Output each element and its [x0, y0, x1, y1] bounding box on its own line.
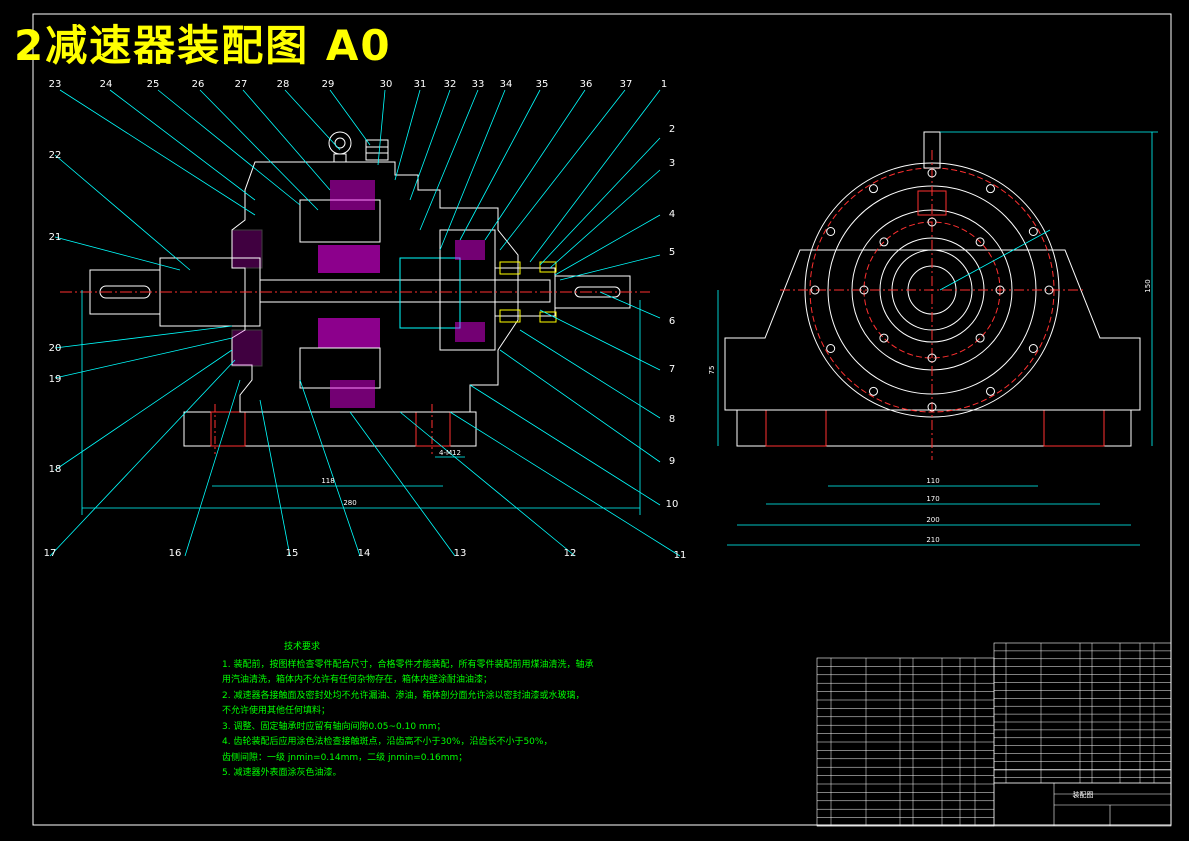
- part-number-label: 7: [669, 364, 675, 375]
- part-number-label: 35: [536, 79, 549, 90]
- technical-requirements: 技术要求 1. 装配前，按图样检查零件配合尺寸，合格零件才能装配，所有零件装配前…: [222, 640, 602, 782]
- part-number-label: 13: [454, 548, 467, 559]
- part-number-label: 5: [669, 247, 675, 258]
- parts-list-table: [816, 642, 1172, 827]
- bolt-hole: [826, 227, 836, 236]
- part-number-label: 17: [44, 548, 57, 559]
- requirement-line: 用汽油清洗，箱体内不允许有任何杂物存在，箱体内壁涂耐油油漆；: [222, 675, 493, 685]
- part-number-label: 2: [669, 124, 675, 135]
- side-view-bolt-holes: [810, 168, 1054, 412]
- part-number-label: 37: [620, 79, 633, 90]
- part-number-label: 26: [192, 79, 205, 90]
- part-number-label: 32: [444, 79, 457, 90]
- part-number-label: 19: [49, 374, 62, 385]
- part-number-label: 12: [564, 548, 577, 559]
- part-number-label: 11: [674, 550, 687, 561]
- dimension-label: 210: [926, 536, 939, 544]
- bolt-hole: [1044, 285, 1054, 295]
- dimension-label: 150: [1144, 279, 1152, 292]
- bolt-hole: [995, 285, 1005, 295]
- front-leader-lines: [49, 89, 681, 557]
- bolt-hole: [986, 184, 995, 194]
- title-block-drawing-name: 装配图: [1073, 790, 1094, 799]
- part-number-label: 22: [49, 150, 62, 161]
- side-dimension-lines: [717, 131, 1158, 546]
- part-number-label: 34: [500, 79, 513, 90]
- parts-list-rows: 装配图: [817, 643, 1171, 827]
- bolt-hole: [869, 386, 878, 396]
- dimension-label: 110: [926, 477, 939, 485]
- requirement-line: 2. 减速器各接触面及密封处均不允许漏油、渗油，箱体剖分面允许涂以密封油漆或水玻…: [222, 690, 585, 701]
- part-number-label: 18: [49, 464, 62, 475]
- part-number-label: 30: [380, 79, 393, 90]
- part-number-label: 8: [669, 414, 675, 425]
- bolt-hole: [859, 285, 869, 295]
- bolt-hole: [826, 344, 836, 353]
- part-number-label: 16: [169, 548, 182, 559]
- front-section-view: [60, 131, 650, 454]
- drawing-title: 2减速器装配图 A0: [14, 21, 392, 70]
- requirement-line: 3. 调整、固定轴承时应留有轴向间隙0.05~0.10 mm；: [222, 721, 446, 732]
- part-number-label: 9: [669, 456, 675, 467]
- bolt-hole: [879, 333, 889, 343]
- part-number-label: 6: [669, 316, 675, 327]
- bolt-hole: [1028, 344, 1038, 353]
- bolt-hole: [927, 168, 937, 178]
- requirement-line: 5. 减速器外表面涂灰色油漆。: [222, 768, 342, 778]
- dimension-label: 118: [321, 477, 334, 485]
- part-number-label: 10: [666, 499, 679, 510]
- bolt-hole: [879, 237, 889, 247]
- requirement-line: 齿侧间隙：一级 jnmin=0.14mm，二级 jnmin=0.16mm；: [222, 752, 468, 763]
- bolt-hole: [869, 184, 878, 194]
- dimension-label: 4-M12: [439, 449, 461, 457]
- bolt-hole: [927, 402, 937, 412]
- part-number-label: 23: [49, 79, 62, 90]
- dimension-labels: 118 280 4-M12 110 170 200 210 150 75: [321, 279, 1152, 544]
- part-number-label: 4: [669, 209, 675, 220]
- requirement-line: 4. 齿轮装配后应用涂色法检查接触斑点，沿齿高不小于30%，沿齿长不小于50%，: [222, 737, 553, 747]
- part-number-label: 36: [580, 79, 593, 90]
- part-number-label: 1: [661, 79, 667, 90]
- bolt-hole: [1028, 227, 1038, 236]
- technical-requirements-heading: 技术要求: [283, 642, 320, 652]
- dimension-label: 200: [926, 516, 939, 524]
- part-number-label: 21: [49, 232, 62, 243]
- part-number-label: 14: [358, 548, 371, 559]
- bolt-hole: [927, 217, 937, 227]
- requirement-line: 不允许使用其他任何填料；: [222, 706, 331, 716]
- bolt-hole: [986, 386, 995, 396]
- bolt-hole: [975, 237, 985, 247]
- part-number-label: 24: [100, 79, 113, 90]
- part-number-label: 25: [147, 79, 160, 90]
- dimension-label: 170: [926, 495, 939, 503]
- dimension-label: 280: [343, 499, 356, 507]
- sheet-border: [32, 13, 1172, 826]
- part-number-label: 28: [277, 79, 290, 90]
- part-number-label: 27: [235, 79, 248, 90]
- part-number-label: 29: [322, 79, 335, 90]
- part-number-label: 31: [414, 79, 427, 90]
- bolt-hole: [927, 353, 937, 363]
- bolt-hole: [975, 333, 985, 343]
- side-view: [724, 131, 1141, 460]
- requirement-line: 1. 装配前，按图样检查零件配合尺寸，合格零件才能装配，所有零件装配前用煤油清洗…: [222, 659, 594, 670]
- part-number-label: 20: [49, 343, 62, 354]
- bolt-hole: [810, 285, 820, 295]
- dimension-label: 75: [708, 366, 716, 375]
- part-number-label: 3: [669, 158, 675, 169]
- part-number-label: 15: [286, 548, 299, 559]
- part-number-label: 33: [472, 79, 485, 90]
